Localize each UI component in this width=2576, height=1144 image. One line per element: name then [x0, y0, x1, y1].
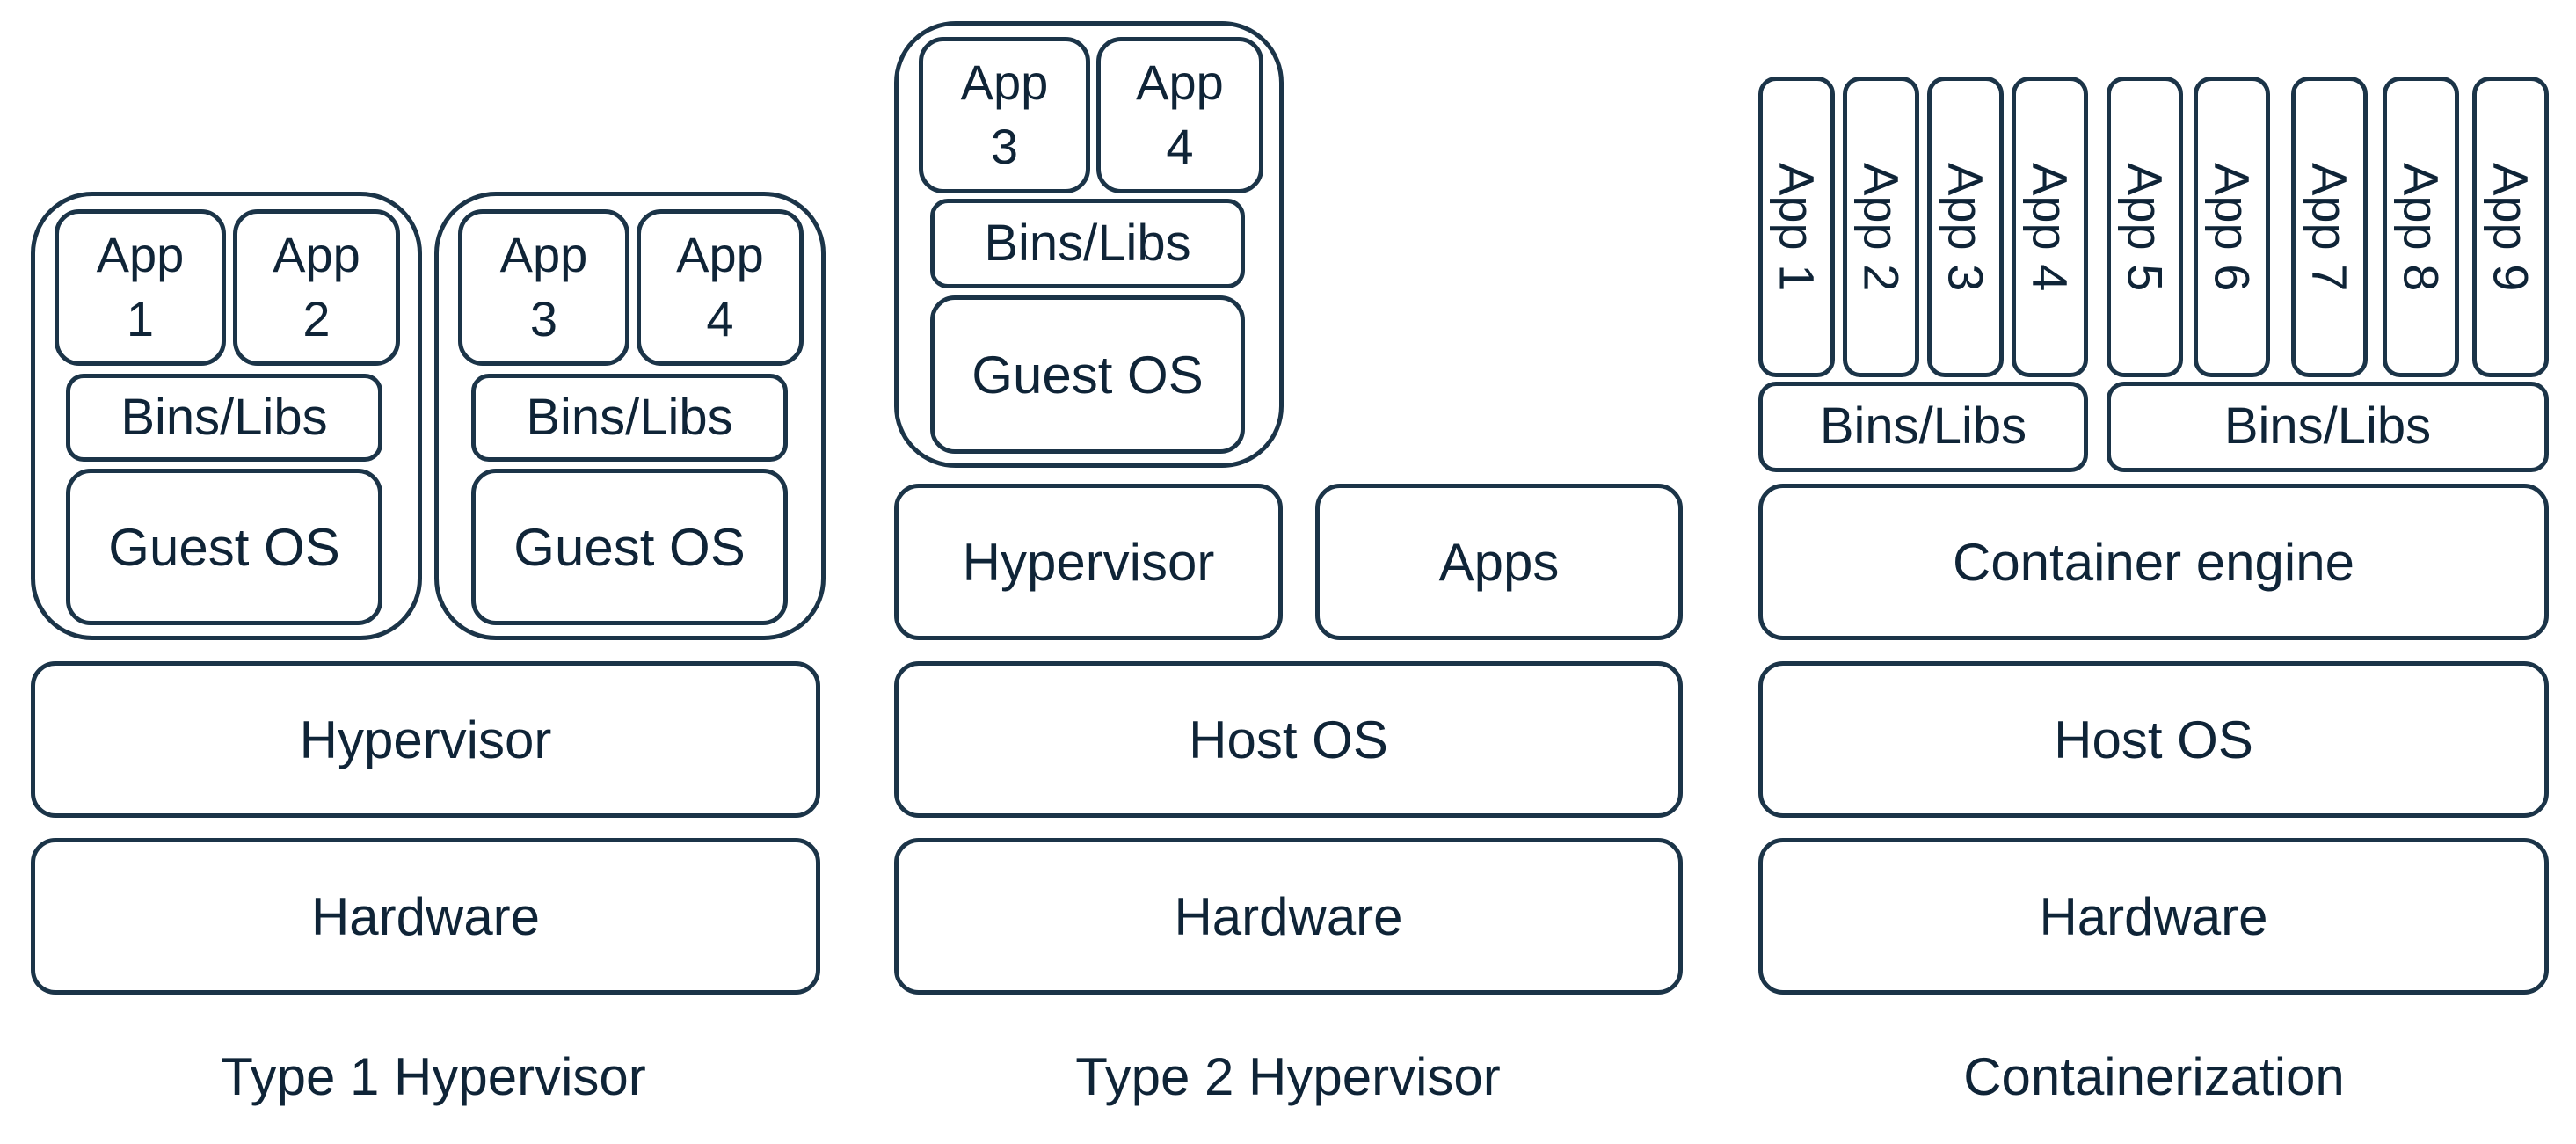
type1-vm2-app-3: App 3 — [458, 209, 629, 366]
type1-vm1-guest-os: Guest OS — [66, 469, 382, 625]
type1-hypervisor: Hypervisor — [31, 661, 820, 818]
app-label: App 2 — [1853, 162, 1910, 292]
type1-vm2-app-4: App 4 — [637, 209, 804, 366]
app-number: 4 — [706, 291, 734, 346]
container-app-8: App 8 — [2383, 77, 2459, 377]
type1-vm2-bins-libs: Bins/Libs — [471, 374, 788, 462]
container-app-6: App 6 — [2194, 77, 2270, 377]
container-app-7: App 7 — [2291, 77, 2368, 377]
container-engine-label: Container engine — [1952, 532, 2354, 592]
app-label: App 4 — [2022, 162, 2078, 292]
container-app-1: App 1 — [1758, 77, 1835, 377]
type1-vm1-bins-libs: Bins/Libs — [66, 374, 382, 462]
guest-os-label: Guest OS — [108, 517, 340, 577]
host-os-label: Host OS — [2054, 710, 2253, 769]
type2-apps: Apps — [1315, 484, 1683, 640]
type2-hardware: Hardware — [894, 838, 1683, 995]
container-app-2: App 2 — [1843, 77, 1919, 377]
app-label: App — [96, 227, 185, 283]
app-label: App 1 — [1769, 162, 1825, 292]
app-label: App 5 — [2117, 162, 2173, 292]
container-app-5: App 5 — [2107, 77, 2183, 377]
type2-vm-bins-libs: Bins/Libs — [930, 199, 1245, 288]
app-label: App 3 — [1938, 162, 1994, 292]
hardware-label: Hardware — [2039, 886, 2268, 946]
type1-vm2-guest-os: Guest OS — [471, 469, 788, 625]
type1-vm1-app-1: App 1 — [55, 209, 226, 366]
app-label: App 7 — [2302, 162, 2358, 292]
bins-libs-label: Bins/Libs — [526, 388, 733, 446]
container-bins-libs-right: Bins/Libs — [2107, 382, 2549, 472]
hypervisor-label: Hypervisor — [299, 710, 552, 769]
hardware-label: Hardware — [310, 886, 541, 946]
type2-hypervisor: Hypervisor — [894, 484, 1283, 640]
app-label: App — [960, 55, 1049, 111]
type1-vm1-app-2: App 2 — [233, 209, 400, 366]
type2-host-os: Host OS — [894, 661, 1683, 818]
type1-caption: Type 1 Hypervisor — [221, 1047, 646, 1106]
app-label: App 9 — [2483, 162, 2539, 292]
app-label: App 8 — [2393, 162, 2449, 292]
bins-libs-label: Bins/Libs — [2223, 397, 2432, 455]
app-label: App 6 — [2204, 162, 2260, 292]
container-app-4: App 4 — [2012, 77, 2088, 377]
bins-libs-label: Bins/Libs — [984, 214, 1191, 272]
type2-vm-app-4: App 4 — [1096, 37, 1263, 193]
container-bins-libs-left: Bins/Libs — [1758, 382, 2088, 472]
container-app-9: App 9 — [2472, 77, 2549, 377]
app-number: 3 — [529, 291, 558, 346]
container-app-3: App 3 — [1927, 77, 2004, 377]
host-os-label: Host OS — [1189, 710, 1388, 769]
container-hardware: Hardware — [1758, 838, 2549, 995]
type1-hardware: Hardware — [31, 838, 820, 995]
hypervisor-label: Hypervisor — [962, 532, 1215, 592]
app-label: App — [273, 227, 360, 283]
bins-libs-label: Bins/Libs — [1819, 397, 2027, 455]
apps-label: Apps — [1438, 532, 1560, 592]
bins-libs-label: Bins/Libs — [120, 388, 328, 446]
container-host-os: Host OS — [1758, 661, 2549, 818]
guest-os-label: Guest OS — [971, 345, 1204, 404]
app-label: App — [1136, 55, 1224, 111]
type2-vm-app-3: App 3 — [919, 37, 1090, 193]
app-label: App — [499, 227, 588, 283]
app-number: 1 — [126, 291, 155, 346]
type2-vm-guest-os: Guest OS — [930, 295, 1245, 454]
guest-os-label: Guest OS — [513, 517, 746, 577]
hardware-label: Hardware — [1174, 886, 1403, 946]
type2-caption: Type 2 Hypervisor — [1075, 1047, 1501, 1106]
containerization-caption: Containerization — [1963, 1047, 2345, 1106]
app-label: App — [676, 227, 764, 283]
container-engine: Container engine — [1758, 484, 2549, 640]
app-number: 4 — [1166, 119, 1194, 174]
app-number: 2 — [302, 291, 331, 346]
app-number: 3 — [990, 119, 1019, 174]
